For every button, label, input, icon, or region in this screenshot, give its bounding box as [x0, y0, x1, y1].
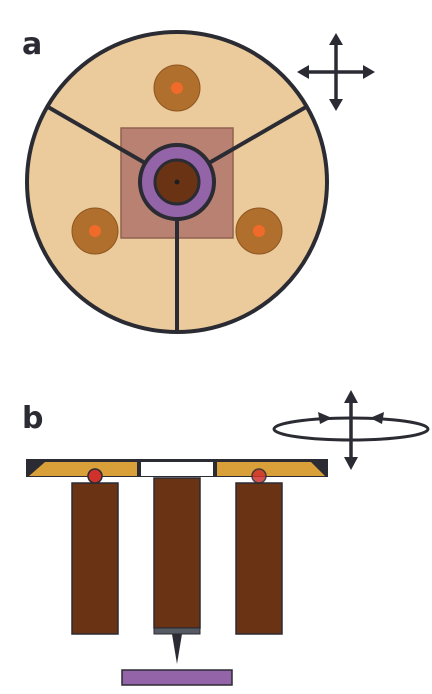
tip-holder	[153, 627, 201, 635]
contact-ball-left	[87, 468, 103, 484]
sample-plate	[121, 669, 233, 686]
right-plate	[217, 462, 325, 476]
rotate-vertical-axis-icon	[272, 390, 430, 470]
divider-line-left	[47, 105, 146, 165]
panel-b-side-view	[26, 390, 430, 686]
contact-ball-right	[251, 468, 267, 484]
center-window	[141, 462, 213, 476]
panel-label-b: b	[22, 401, 44, 436]
support-ball-left	[71, 207, 119, 255]
center-pin	[174, 179, 180, 185]
support-ball-top	[153, 64, 201, 112]
four-way-move-icon	[297, 33, 375, 111]
pillar-right	[235, 482, 283, 635]
pillar-left	[71, 482, 119, 635]
probe-tip	[172, 634, 182, 664]
panel-label-a: a	[22, 27, 43, 62]
left-plate	[29, 462, 137, 476]
divider-line-right	[208, 105, 307, 165]
panel-a-top-view	[25, 30, 375, 334]
pillar-center	[153, 477, 201, 629]
support-ball-right	[235, 207, 283, 255]
